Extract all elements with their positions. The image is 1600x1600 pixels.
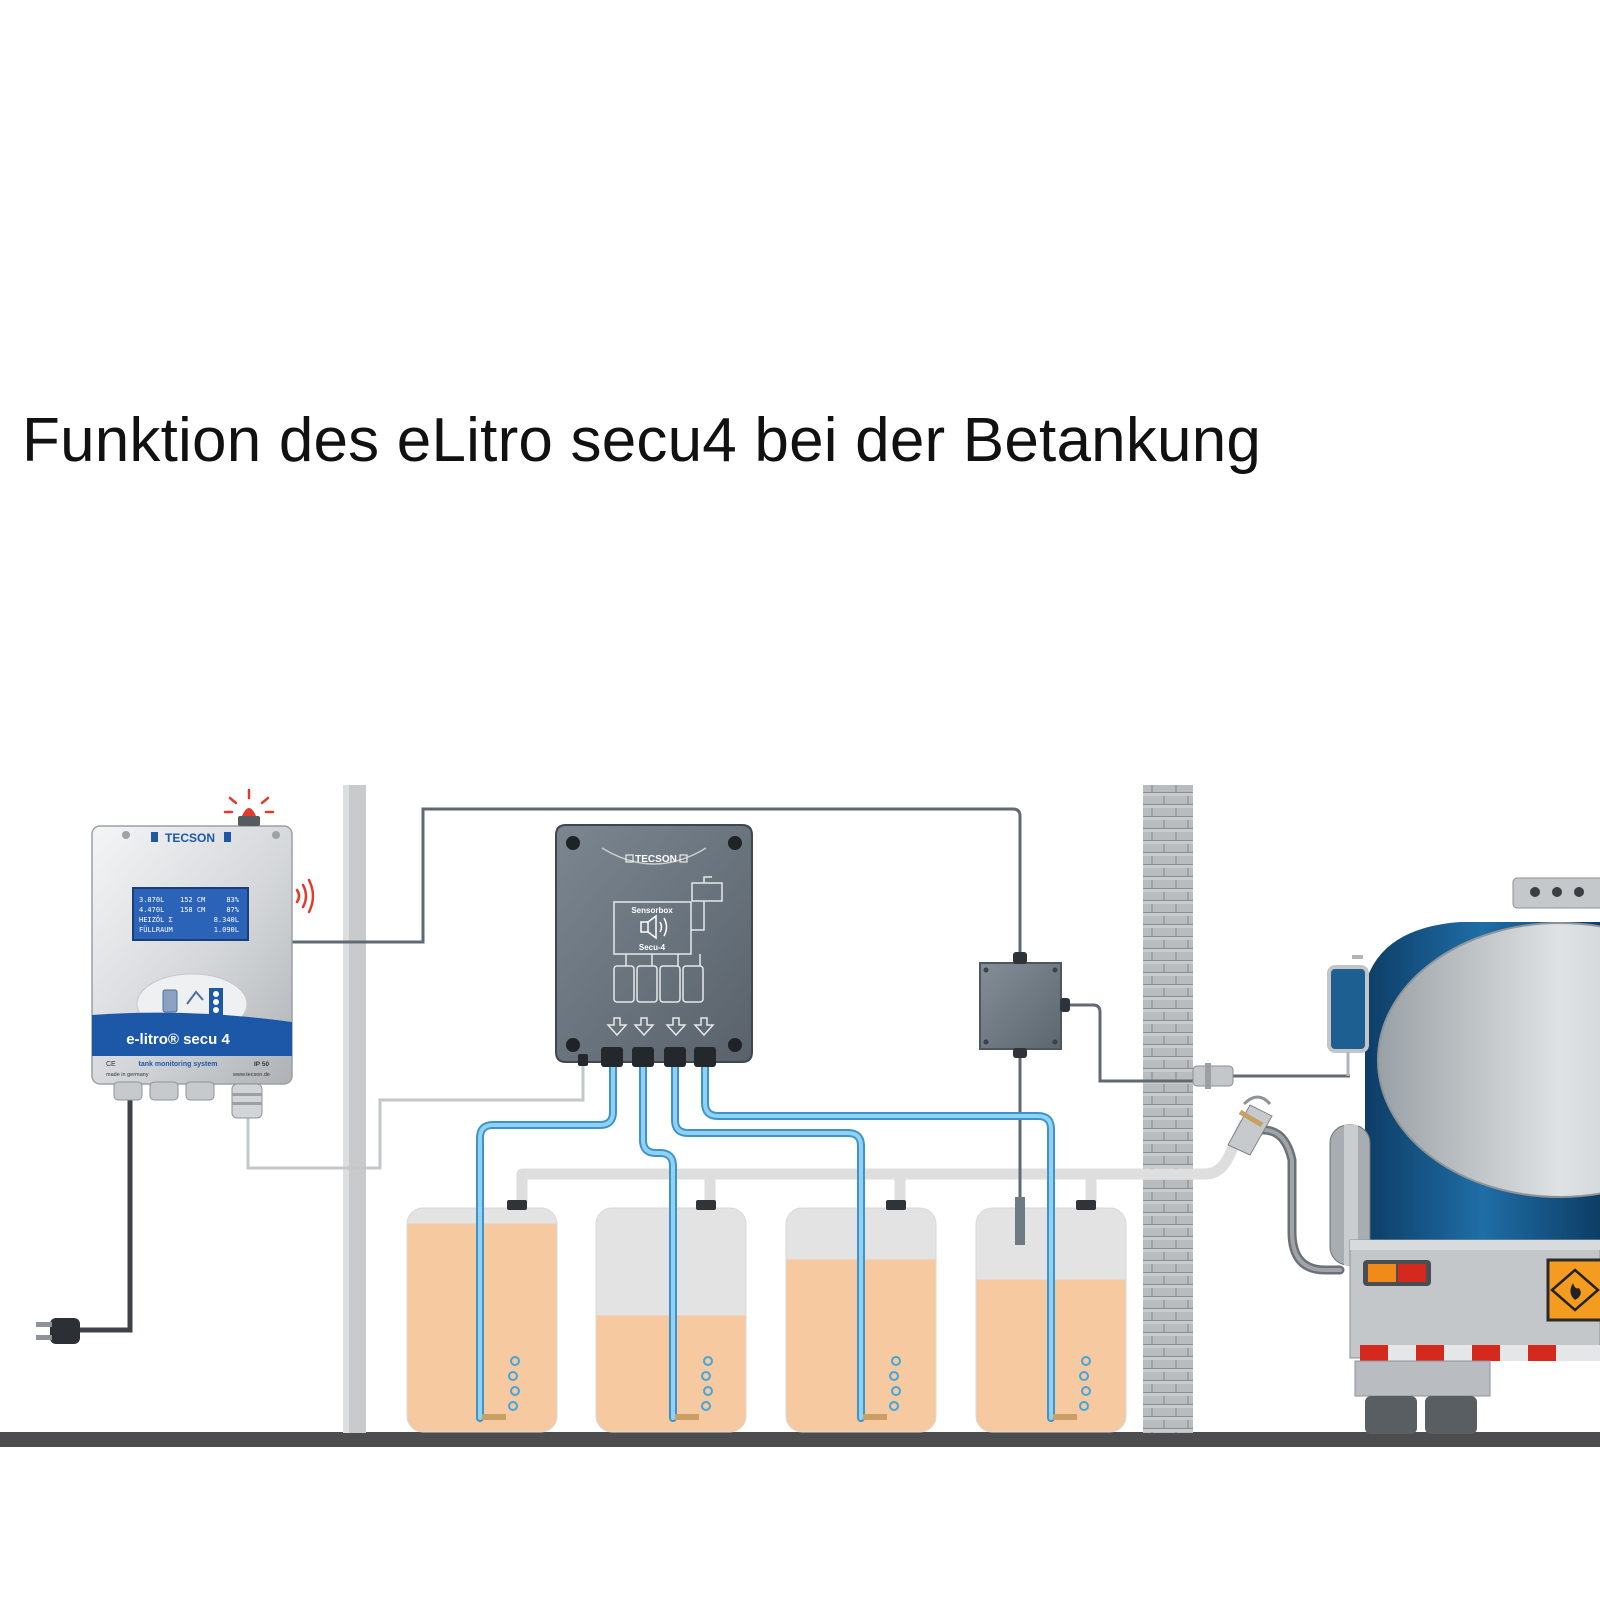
bubble [1081, 1356, 1091, 1366]
display-line-2-col-1: 4.470L [139, 906, 164, 914]
display-line-3-col-3: 8.340L [214, 916, 239, 924]
bubble [1079, 1371, 1089, 1381]
tank-2-fill-cap [696, 1200, 716, 1210]
fill-nozzle [1227, 1095, 1273, 1156]
unit-rating: IP 50 [254, 1061, 269, 1068]
ground-line [0, 1432, 1600, 1447]
fill-pipe [516, 1119, 1250, 1203]
input-arrows [606, 1017, 715, 1037]
tank-3-fill-cap [886, 1200, 906, 1210]
unit-website: www.tecson.de [232, 1072, 270, 1078]
display-line-2-col-2: 158 CM [180, 906, 205, 914]
hose-reel [1329, 1124, 1371, 1266]
junction-box [979, 952, 1070, 1058]
flame-icon [1550, 1268, 1600, 1312]
display-line-1-col-1: 3.870L [139, 896, 164, 904]
sensorbox-brand: TECSON [635, 854, 677, 865]
tank-4-fill-cap [1076, 1200, 1096, 1210]
unit-subtitle: tank monitoring system [139, 1061, 218, 1068]
sensorbox-model: Secu-4 [639, 943, 666, 952]
bubble [510, 1356, 520, 1366]
display-line-4-col-3: 1.090L [214, 926, 239, 934]
tanker-truck [1327, 877, 1600, 1434]
sensorbox-label: Sensorbox [631, 906, 673, 915]
bubble [891, 1386, 901, 1396]
page-title: Funktion des eLitro secu4 bei der Betank… [22, 406, 1262, 475]
bubble [701, 1401, 711, 1411]
bubble [703, 1386, 713, 1396]
display-line-1-col-3: 83% [226, 896, 239, 904]
bubble [703, 1356, 713, 1366]
unit-made-in: made in germany [106, 1072, 149, 1078]
control-unit: TECSON 3.870L 152 CM 83% 4.470L 158 CM 87% HEI… [91, 825, 293, 1119]
bubble [889, 1401, 899, 1411]
probe-tips [482, 1414, 1077, 1420]
sensor-lines [476, 1061, 1055, 1422]
unit-ce-mark: CE [106, 1061, 116, 1068]
alarm-lamp-icon [223, 788, 275, 826]
bubble [1079, 1401, 1089, 1411]
sound-waves-icon [295, 878, 315, 914]
bubble [508, 1401, 518, 1411]
unit-model: e-litro® secu 4 [126, 1031, 230, 1048]
sensorbox: TECSON Sensorbox Secu-4 [555, 824, 753, 1067]
bubble [508, 1371, 518, 1381]
display-line-1-col-2: 152 CM [180, 896, 205, 904]
limit-sensor-rod [1015, 1197, 1025, 1245]
fill-hose [1255, 1125, 1345, 1275]
bubble [1081, 1386, 1091, 1396]
display-line-2-col-3: 87% [226, 906, 239, 914]
bubble [701, 1371, 711, 1381]
tank-1-fill-cap [507, 1200, 527, 1210]
bubble [889, 1371, 899, 1381]
display-line-4-col-1: FÜLLRAUM [139, 925, 173, 934]
bubble [891, 1356, 901, 1366]
brick-wall [1143, 785, 1193, 1433]
unit-brand: TECSON [165, 831, 215, 845]
display-line-3-col-1: HEIZÖL Σ [139, 915, 173, 924]
power-cable [74, 1100, 133, 1333]
power-plug-icon [36, 1318, 80, 1344]
speaker-icon [640, 914, 668, 940]
wall-gland [1192, 1063, 1234, 1089]
box-cable [246, 1065, 585, 1170]
bubble [510, 1386, 520, 1396]
